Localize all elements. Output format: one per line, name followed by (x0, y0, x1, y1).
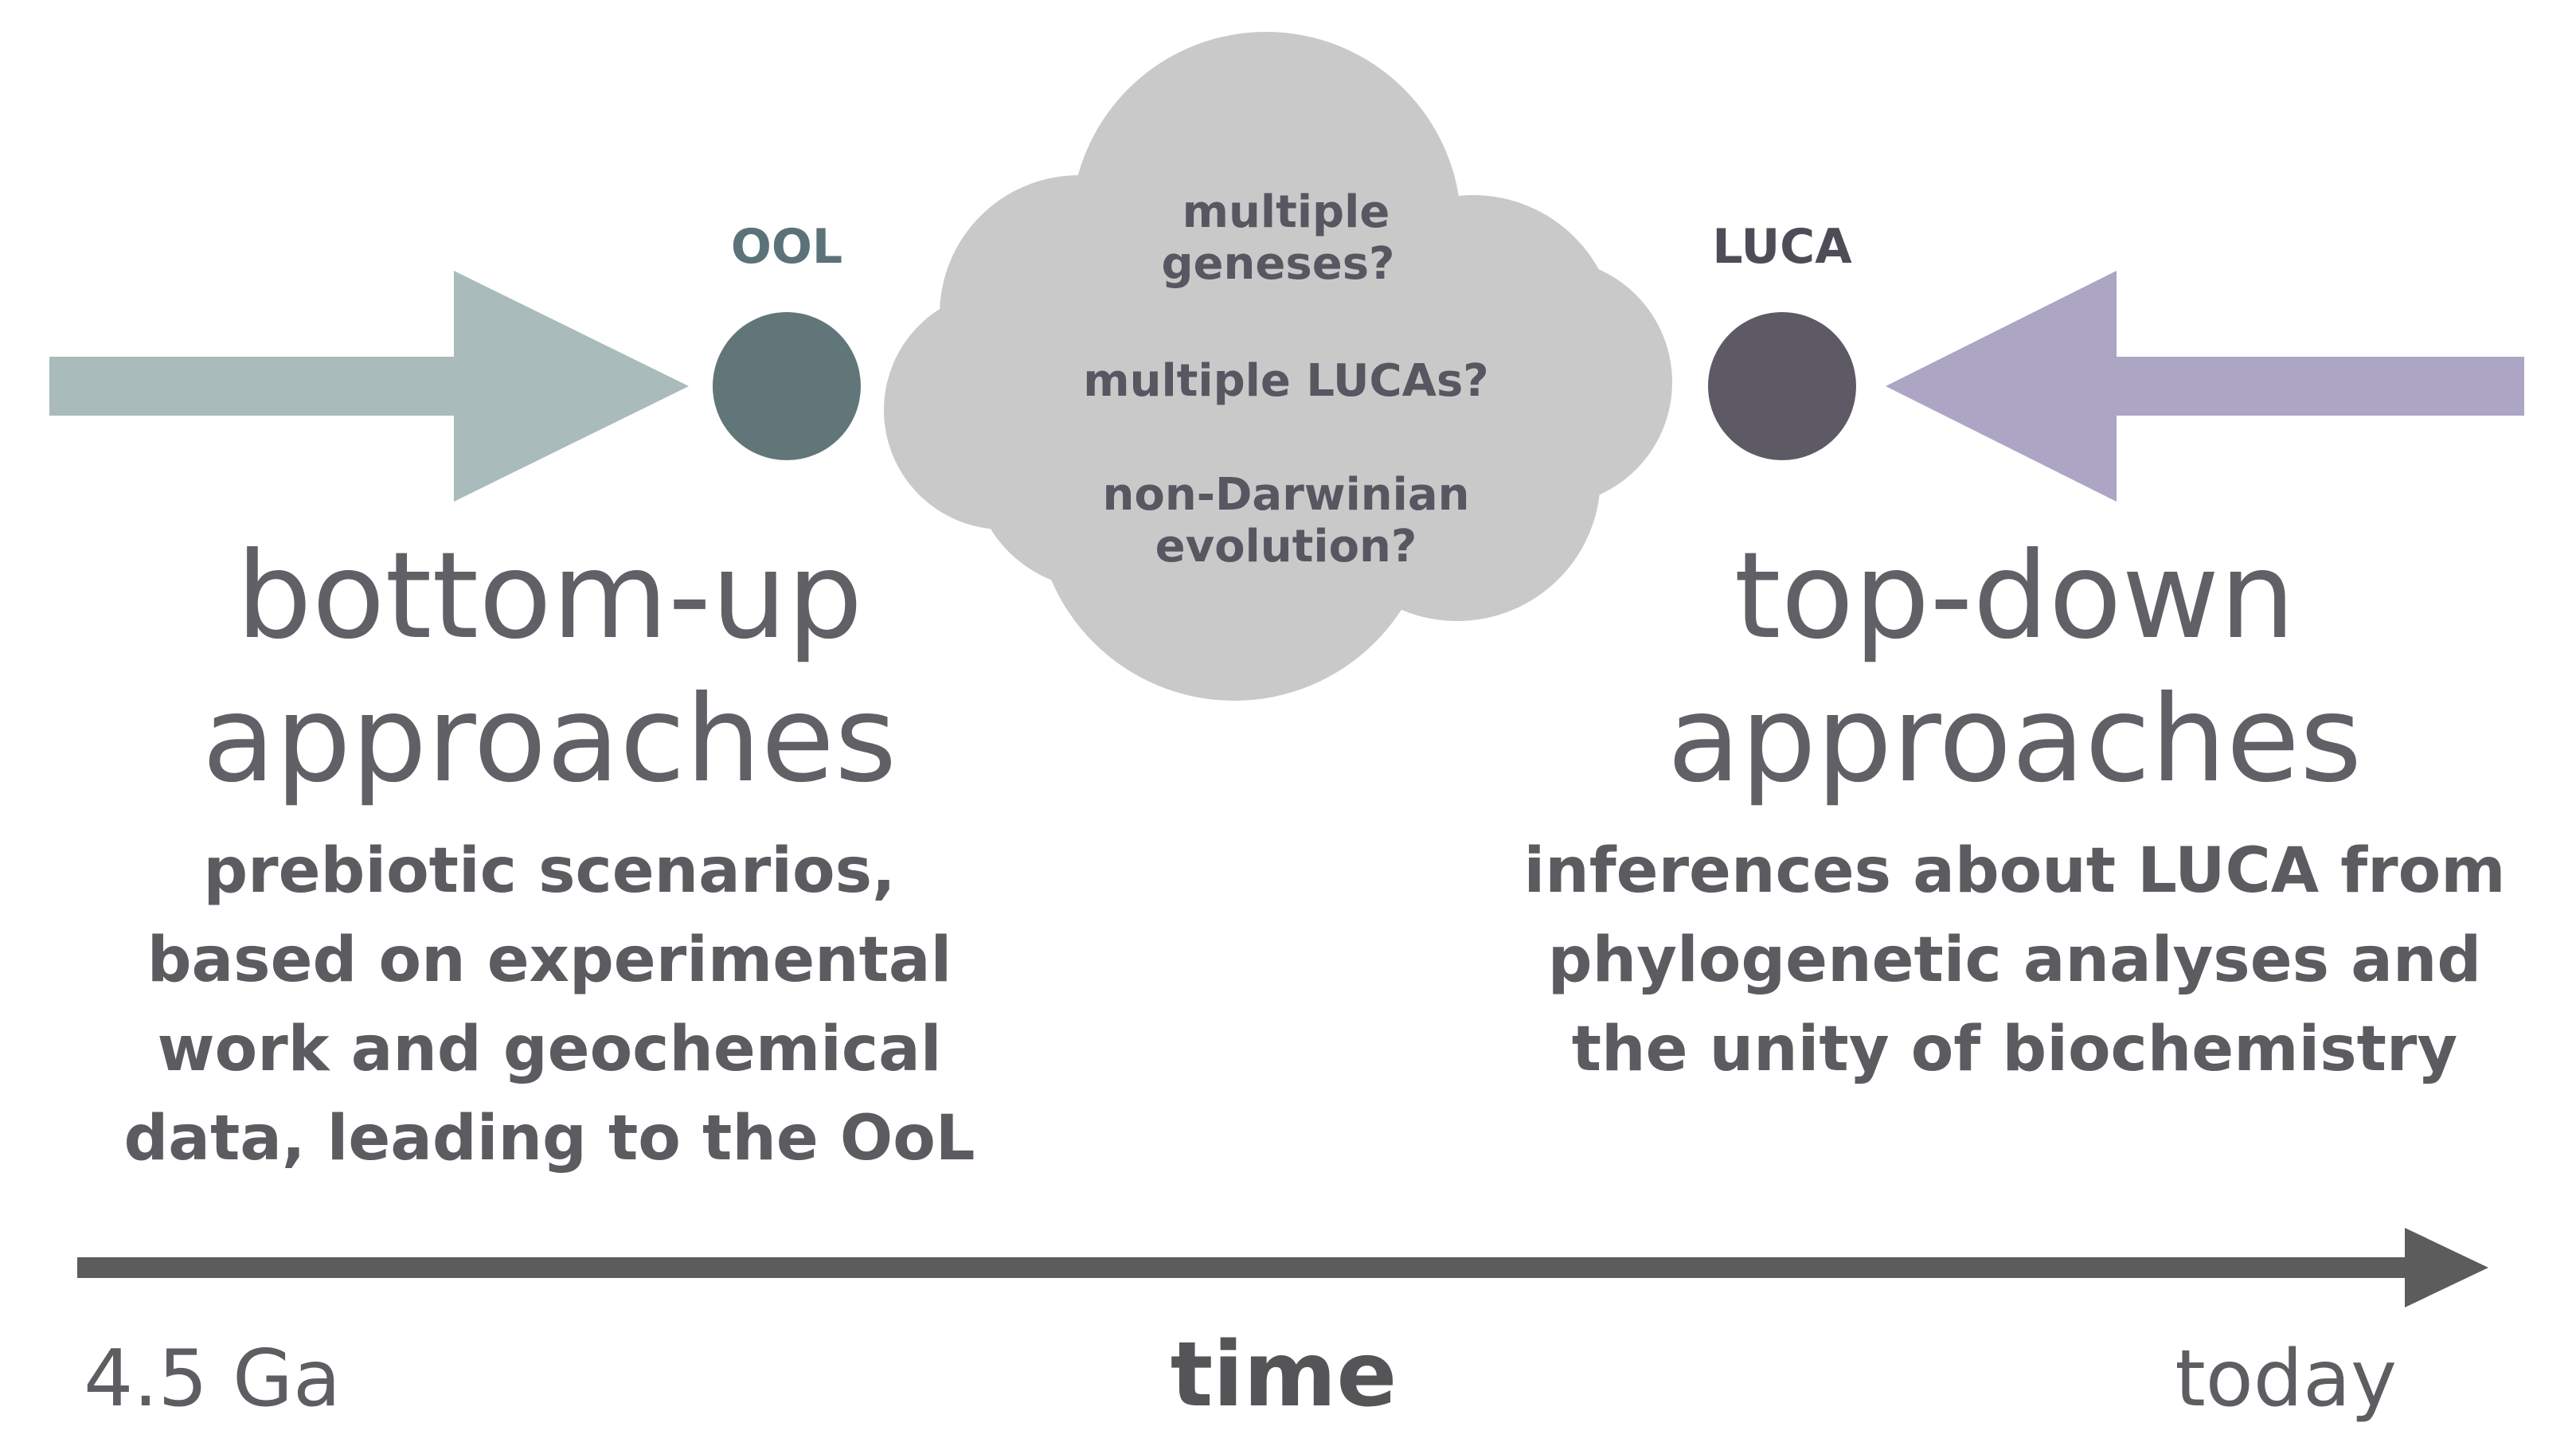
time-axis-label: time (1171, 1323, 1397, 1427)
ool-label: OOL (731, 219, 842, 275)
top-down-title-line1: top-down (1734, 527, 2296, 666)
time-axis-end-label: today (2175, 1334, 2397, 1424)
bottom-up-desc-line3: work and geochemical (158, 1014, 942, 1085)
time-axis-start-label: 4.5 Ga (84, 1334, 341, 1424)
bottom-up-desc-line1: prebiotic scenarios, (203, 835, 895, 907)
cloud-text-line1: multiple (1182, 186, 1390, 238)
time-axis-arrowhead (2405, 1228, 2488, 1307)
top-down-title-line2: approaches (1667, 670, 2362, 809)
bottom-up-desc-line2: based on experimental (147, 924, 952, 996)
top-down-desc-line3: the unity of biochemistry (1572, 1014, 2458, 1085)
top-down-desc-line1: inferences about LUCA from (1523, 835, 2505, 907)
top-down-desc-line2: phylogenetic analyses and (1548, 924, 2481, 996)
bottom-up-desc-line4: data, leading to the OoL (123, 1103, 975, 1174)
bottom-up-arrow (49, 271, 689, 502)
uncertainty-cloud (884, 32, 1672, 701)
top-down-arrow (1886, 271, 2524, 502)
luca-label: LUCA (1712, 219, 1852, 275)
bottom-up-title-line1: bottom-up (236, 527, 863, 666)
cloud-text-line5: evolution? (1155, 521, 1417, 573)
cloud-text-line2: geneses? (1161, 238, 1394, 290)
luca-node (1708, 312, 1856, 460)
bottom-up-title-line2: approaches (202, 670, 897, 809)
ool-node (713, 312, 861, 460)
cloud-text-line3: multiple LUCAs? (1083, 355, 1489, 407)
cloud-text-line4: non-Darwinian (1103, 469, 1470, 521)
